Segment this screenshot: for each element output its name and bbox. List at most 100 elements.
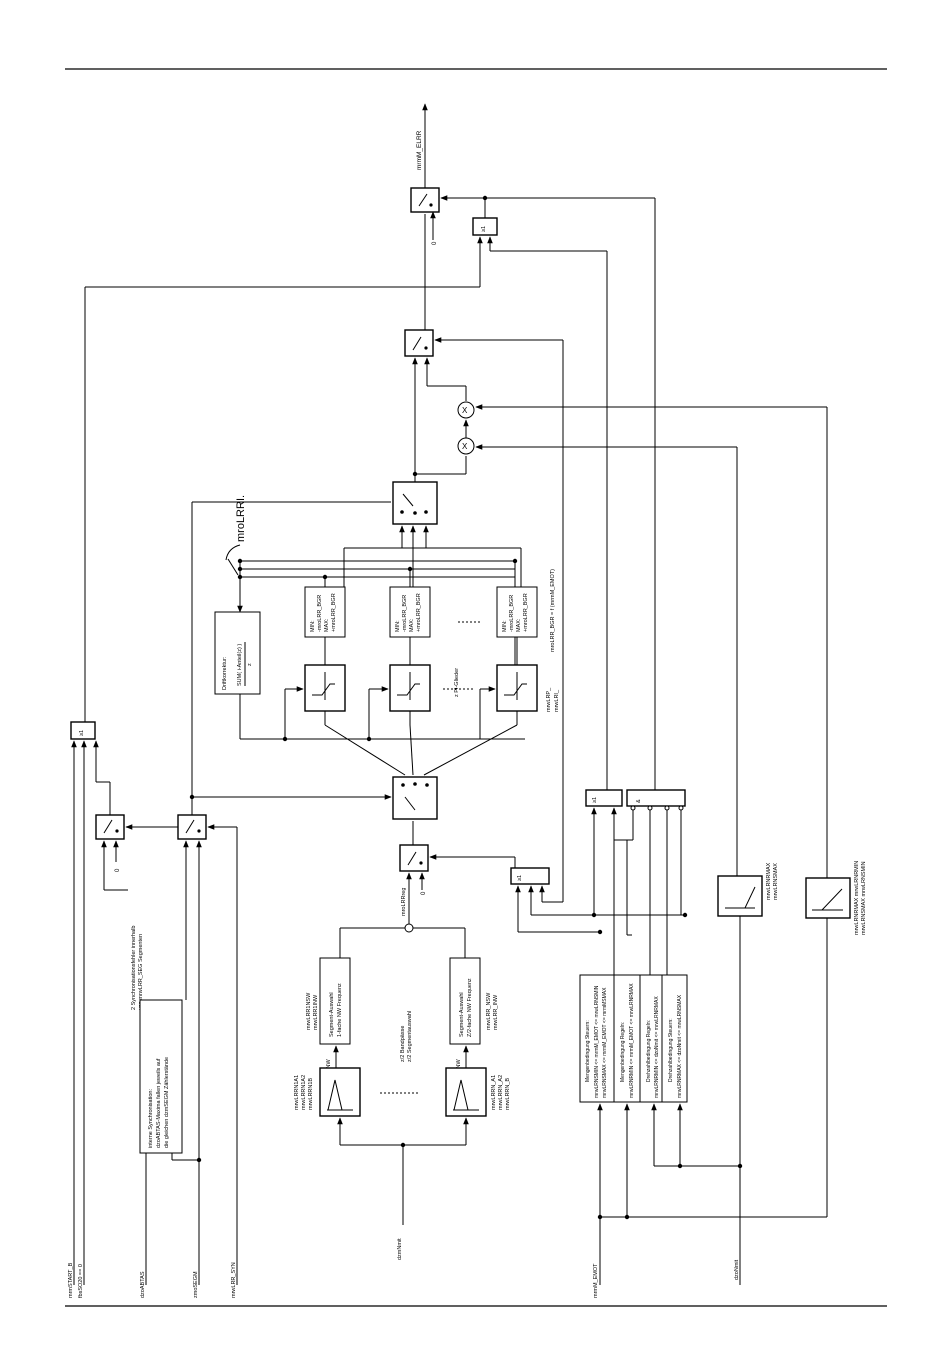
bandpass-lower-p2: mrwLRRN_A2 <box>498 1075 504 1110</box>
limiter-1 <box>304 586 346 638</box>
drift-title: Driftkorrektur: <box>222 656 228 690</box>
limiter-3 <box>496 586 538 638</box>
mrwLRP-label: mrwLRP_ <box>546 687 552 712</box>
cond-1-l1: mrwLRNSMIN <= mrmM_EMOT <= mrwLRNSMIN <box>594 985 600 1098</box>
switch-sync-zero: 0 <box>115 868 121 872</box>
cond-2-l1: mrwLRNRMIN <= mrmM_EMOT <= mrwLRNRMAX <box>629 983 635 1098</box>
ramp-2-l2: mrwLRNSMAX mrwLRNSMIN <box>861 861 867 935</box>
segment-lower-in1: mrwLRR_NSW <box>486 992 492 1030</box>
svg-text:≥1: ≥1 <box>79 730 85 736</box>
bandpass-lower-p1: mrwLRRN_A1 <box>491 1075 497 1110</box>
cond-4-l1: mrwLRNRMAX <= dzoNmit <= mrwLRNSMAX <box>677 994 683 1098</box>
sync-box <box>139 999 183 1154</box>
sync-box-3: die gleichen dzmSEGM Zählerstände <box>164 1057 170 1148</box>
bandpass-lower-p3: mrwLRRN_B <box>505 1078 511 1110</box>
or-gate-mid <box>585 789 623 807</box>
sync-note-2: von mrwLRR_SEG Segmenten <box>138 934 144 1010</box>
input-emot: mrmM_EMOT <box>593 1263 599 1298</box>
limiter-3-l1: MIN: <box>502 620 508 632</box>
sync-box-2: dzoABTAS-Maxima fallen jeweils auf <box>156 1058 162 1148</box>
input-start: mrmSTART_B <box>68 1262 74 1298</box>
cond-2-title: Mengenbedingung Regeln: <box>620 1022 626 1082</box>
limiter-2-l1: MIN: <box>395 620 401 632</box>
switch-reg <box>399 844 429 872</box>
ramp-1-l2: mrwLRNSMAX <box>773 863 779 900</box>
limiter-2-l4: +mroLRR_BGR <box>416 593 422 632</box>
or-gate-output <box>472 217 498 236</box>
segment-lower <box>449 957 481 1045</box>
input-fbs: fbsSO20 == 0 <box>78 1264 84 1298</box>
limiter-1-l4: +mroLRR_BGR <box>331 593 337 632</box>
limiter-1-l2: -mroLRR_BGR <box>317 595 323 632</box>
ramp-1 <box>717 875 763 917</box>
ramp-2 <box>805 877 851 919</box>
limiter-2-l3: MAX: <box>409 618 415 632</box>
bandpass-note-1: z/2 Bandpässe <box>400 1026 406 1062</box>
limiter-2-l2: -mroLRR_BGR <box>402 595 408 632</box>
drift-formula: SUM( i-Anteil(z) ) <box>237 644 243 686</box>
cond-1-title: Mengenbedingung Steuern: <box>585 1020 591 1082</box>
input-dza: dzoABTAS <box>140 1271 146 1298</box>
limiter-3-l4: +mroLRR_BGR <box>523 593 529 632</box>
bandpass-upper-p1: mrwLRRN1A1 <box>294 1075 300 1110</box>
svg-text:≥1: ≥1 <box>517 875 523 881</box>
sync-note-1: 2 Synchronisationsfehler innerhalb <box>131 926 137 1010</box>
bandpass-upper-p3: mrwLRRN1B <box>308 1078 314 1110</box>
final-switch <box>410 187 440 213</box>
svg-text:X: X <box>462 406 468 415</box>
switch-sync <box>95 814 125 840</box>
limiter-3-l2: -mroLRR_BGR <box>509 595 515 632</box>
cond-3-l1: mrwLRNRMIN <= dzoNmit <= mrwLRNRMAX <box>654 996 660 1098</box>
cond-3-title: Drehzahlbedingung Regeln: <box>646 1020 652 1082</box>
and-gate-reg <box>510 867 550 885</box>
limiter-1-l1: MIN: <box>310 620 316 632</box>
bandpass-lower <box>445 1067 487 1117</box>
mroLRRI-label: mroLRRI. <box>235 495 247 542</box>
mrwLRI-label: mrwLRI_ <box>554 689 560 712</box>
limiter-2 <box>389 586 431 638</box>
input-dzonmit: dzoNmit <box>734 1259 740 1280</box>
svg-text:≥1: ≥1 <box>481 226 487 232</box>
ramp-1-l1: mrwLRNRMAX <box>766 862 772 900</box>
cond-4-title: Drehzahlbedingung Steuern: <box>668 1018 674 1082</box>
limiter-3-l3: MAX: <box>516 618 522 632</box>
drift-correction-block <box>214 611 261 695</box>
switch-control <box>404 329 434 357</box>
switch-reg-zero: 0 <box>421 891 427 895</box>
segment-upper-in1: mrwLRR1NSW <box>306 992 312 1030</box>
multiplier-1 <box>457 401 475 419</box>
cond-1-l2: mrwLRNSMAX <= mrmM_EMOT <= mrmMSMAX <box>602 987 608 1098</box>
or-gate-left <box>70 721 96 740</box>
bandpass-upper <box>319 1067 361 1117</box>
segment-upper-in2: mrwLRR1INW <box>313 994 319 1030</box>
sync-box-1: interne Synchronisation: <box>148 1089 154 1148</box>
segment-lower-in2: mrwLRR_INW <box>493 994 499 1030</box>
segment-upper-title: Segment-Auswahl <box>329 992 335 1037</box>
final-switch-zero: 0 <box>432 241 438 245</box>
drift-divisor: z <box>247 663 253 666</box>
svg-text:≥1: ≥1 <box>592 797 598 803</box>
selector-top <box>392 481 438 525</box>
conditions-box <box>579 974 688 1103</box>
input-zmo: zmoSEGM <box>193 1271 199 1298</box>
segment-lower-sub: Z/2-fache NW Frequenz <box>467 978 473 1037</box>
segment-lower-title: Segment-Auswahl <box>459 992 465 1037</box>
output-label: mrmM_ELRR <box>416 130 423 170</box>
segment-upper-sub: 1-fache NW Frequenz <box>337 983 343 1037</box>
ramp-2-l1: mrwLRNRMAX mrwLRNRMIN <box>854 861 860 935</box>
segment-upper <box>319 957 351 1045</box>
mroLRRreg-label: mroLRRreg <box>401 888 407 916</box>
switch-seg <box>177 814 207 840</box>
svg-text:X: X <box>462 442 468 451</box>
pi-glieder-label: z PI-Glieder <box>454 668 460 697</box>
bgr-function-label: mroLRR_BGR = f (mrmM_EMOT) <box>550 569 556 652</box>
limiter-1-l3: MAX: <box>324 618 330 632</box>
sum-node <box>404 923 414 933</box>
input-syn: mrwLRR_SYN <box>231 1262 237 1298</box>
svg-text:&: & <box>636 799 642 803</box>
and-gate-mid <box>626 789 686 807</box>
input-dzm: dzmNmit <box>397 1238 403 1260</box>
bandpass-upper-p2: mrwLRRN1A2 <box>301 1075 307 1110</box>
bandpass-note-2: z/2 Segmentauswahl <box>407 1011 413 1062</box>
